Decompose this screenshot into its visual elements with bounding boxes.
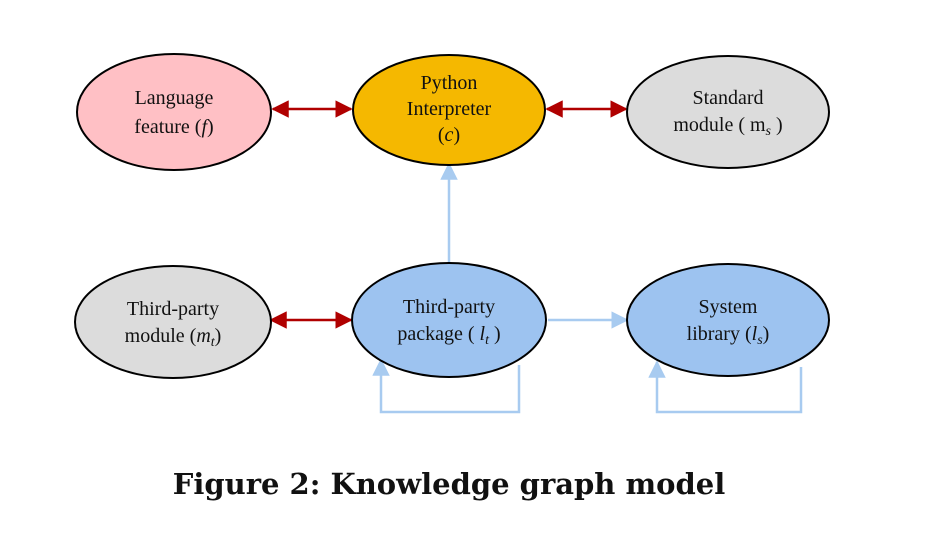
node-label: Language xyxy=(135,87,214,109)
node-label: System xyxy=(699,296,758,318)
node-language-feature: Language feature (f) xyxy=(76,53,272,171)
edge-package-self-loop xyxy=(372,358,521,414)
node-label: Interpreter xyxy=(407,98,492,120)
node-python-interpreter: Python Interpreter (c) xyxy=(352,54,546,166)
node-label: module (mt) xyxy=(125,325,222,350)
node-standard-module: Standard module ( ms ) xyxy=(626,55,830,169)
node-label: library (ls) xyxy=(687,323,770,348)
figure-caption: Figure 2: Knowledge graph model xyxy=(173,467,726,501)
node-label: Third-party xyxy=(403,296,495,318)
node-label: feature (f) xyxy=(134,116,213,138)
node-label: Python xyxy=(421,72,478,94)
node-label: module ( ms ) xyxy=(673,114,782,139)
node-third-party-package: Third-party package ( lt ) xyxy=(351,262,547,378)
node-system-library: System library (ls) xyxy=(626,263,830,377)
edge-system-library-self-loop xyxy=(648,360,803,414)
node-third-party-module: Third-party module (mt) xyxy=(74,265,272,379)
node-label: Standard xyxy=(692,87,763,109)
node-label: (c) xyxy=(438,124,460,146)
node-label: package ( lt ) xyxy=(397,323,500,348)
node-label: Third-party xyxy=(127,298,219,320)
